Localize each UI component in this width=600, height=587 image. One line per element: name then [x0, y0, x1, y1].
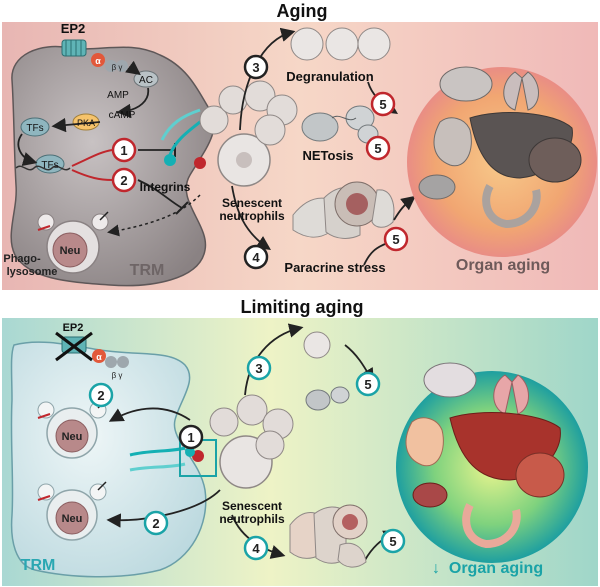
step-5b-bottom: 5 [389, 534, 396, 549]
trm-label-top: TRM [130, 262, 165, 279]
neu-label-top: Neu [60, 245, 81, 257]
organ-aging-label-bottom: Organ aging [449, 560, 543, 577]
top-title: Aging [277, 1, 328, 21]
step-markers-top: 1 2 3 4 5 5 5 [111, 54, 409, 270]
g-alpha-bottom [92, 349, 106, 363]
pka-label: PKA [77, 118, 95, 128]
degranulation-label: Degranulation [286, 69, 373, 84]
step-5a-top: 5 [379, 97, 386, 112]
integrins-label: Integrins [140, 180, 191, 194]
integrin-ligand-top [194, 157, 206, 169]
organs-bottom [405, 362, 565, 549]
degranulation-cells-bottom [303, 331, 331, 359]
g-beta-top [105, 60, 117, 72]
g-gamma-top [116, 60, 128, 72]
step-5b-top: 5 [374, 141, 381, 156]
phagolysosome-bottom-1 [37, 399, 107, 459]
organ-aging-label-top: Organ aging [456, 257, 550, 274]
ep2-label-bottom: EP2 [63, 322, 84, 334]
g-alpha-top [91, 53, 105, 67]
senescent-label-bottom-2: neutrophils [219, 512, 285, 526]
bottom-title: Limiting aging [241, 297, 364, 317]
step-5a-bottom: 5 [364, 377, 371, 392]
beta-gamma-label-top: β γ [112, 63, 123, 72]
senescent-label-top-1: Senescent [222, 196, 282, 210]
organs-top [418, 66, 582, 229]
senescent-neutrophils-top [199, 80, 298, 187]
senescent-label-top-2: neutrophils [219, 209, 285, 223]
step-2-top: 2 [120, 173, 127, 188]
top-panel: 1 2 3 4 5 5 5 Aging EP2 α β γ AC AMP cAM… [2, 1, 598, 290]
phagolysosome-top [37, 211, 109, 274]
g-beta-bottom [105, 356, 117, 368]
step-markers-bottom: 2 1 2 3 4 5 5 [88, 355, 406, 561]
senescent-label-bottom-1: Senescent [222, 499, 282, 513]
ac-label: AC [139, 75, 153, 86]
alpha-label-bottom: α [96, 352, 102, 362]
integrins-top [160, 108, 206, 169]
step-4-top: 4 [252, 250, 260, 265]
degranulation-cells [290, 27, 391, 61]
paracrine-cells-bottom [289, 504, 368, 568]
netosis-label: NETosis [302, 148, 353, 163]
tfs-label-2: TFs [41, 160, 58, 171]
trm-label-bottom: TRM [21, 557, 56, 574]
step-2a-bottom: 2 [97, 388, 104, 403]
step-1-top: 1 [120, 143, 127, 158]
integrins-bottom [129, 439, 217, 477]
beta-gamma-label-bottom: β γ [112, 371, 123, 380]
ep2-receptor-bottom [55, 331, 93, 362]
organ-aging-arrow: ↓ [432, 560, 440, 577]
ep2-receptor-top [61, 39, 87, 57]
paracrine-cells-top [292, 181, 395, 239]
tfs-oval-1 [20, 117, 50, 137]
step-3-top: 3 [252, 60, 259, 75]
neu-label-bottom-2: Neu [62, 513, 83, 525]
senescent-neutrophils-bottom [209, 394, 294, 489]
netosis-cells-bottom [305, 386, 350, 411]
paracrine-label: Paracrine stress [284, 260, 385, 275]
step-2b-bottom: 2 [152, 516, 159, 531]
neu-label-bottom-1: Neu [62, 431, 83, 443]
alpha-label-top: α [95, 56, 101, 66]
step-4-bottom: 4 [252, 541, 260, 556]
g-gamma-bottom [117, 356, 129, 368]
trm-cell-bottom [10, 341, 207, 578]
tfs-label-1: TFs [26, 123, 43, 134]
phago-label-2: lysosome [7, 266, 58, 278]
step-1-bottom: 1 [187, 430, 194, 445]
phagolysosome-bottom-2 [37, 481, 107, 541]
bottom-panel: 2 1 2 3 4 5 5 Limiting aging EP2 α β γ N… [0, 296, 600, 587]
dna-strand [15, 165, 71, 171]
phago-label-1: Phago- [3, 253, 41, 265]
step-3-bottom: 3 [255, 361, 262, 376]
step-5c-top: 5 [392, 232, 399, 247]
amp-label: AMP [107, 90, 129, 101]
camp-label: cAMP [109, 110, 136, 121]
ep2-label-top: EP2 [61, 21, 86, 36]
